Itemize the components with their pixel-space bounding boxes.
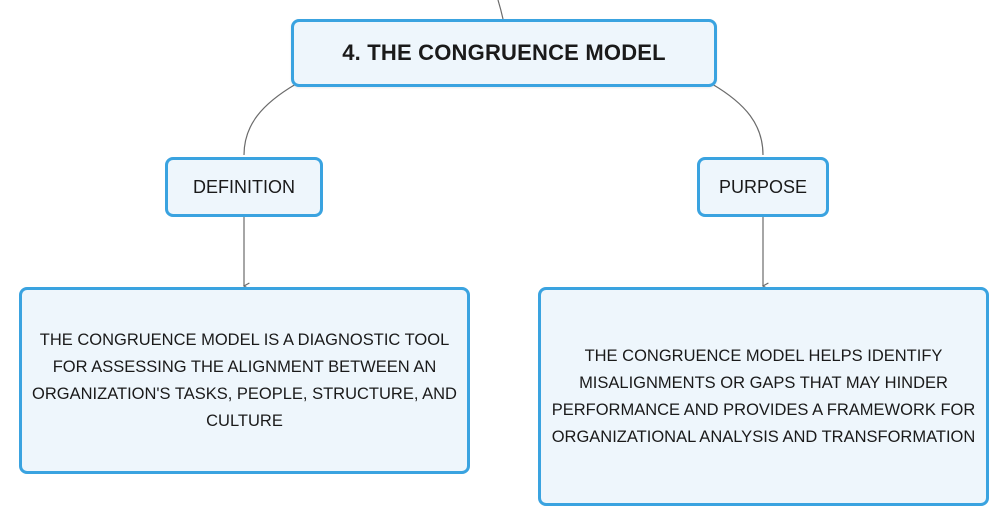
connector-root-to-definition	[243, 83, 297, 156]
connector-incoming	[497, 0, 504, 20]
purpose-topic-label: PURPOSE	[718, 176, 808, 197]
purpose-topic-node[interactable]: PURPOSE	[697, 157, 829, 217]
root-topic-label: 4. THE CONGRUENCE MODEL	[342, 40, 666, 65]
definition-topic-label: DEFINITION	[193, 176, 295, 197]
purpose-detail-node[interactable]: THE CONGRUENCE MODEL HELPS IDENTIFY MISA…	[538, 287, 989, 506]
definition-detail-text: THE CONGRUENCE MODEL IS A DIAGNOSTIC TOO…	[32, 330, 457, 430]
definition-detail-node[interactable]: THE CONGRUENCE MODEL IS A DIAGNOSTIC TOO…	[19, 287, 470, 474]
definition-topic-node[interactable]: DEFINITION	[165, 157, 323, 217]
connector-root-to-purpose	[711, 83, 764, 156]
purpose-detail-text: THE CONGRUENCE MODEL HELPS IDENTIFY MISA…	[551, 346, 976, 446]
root-topic-node[interactable]: 4. THE CONGRUENCE MODEL	[291, 19, 717, 87]
